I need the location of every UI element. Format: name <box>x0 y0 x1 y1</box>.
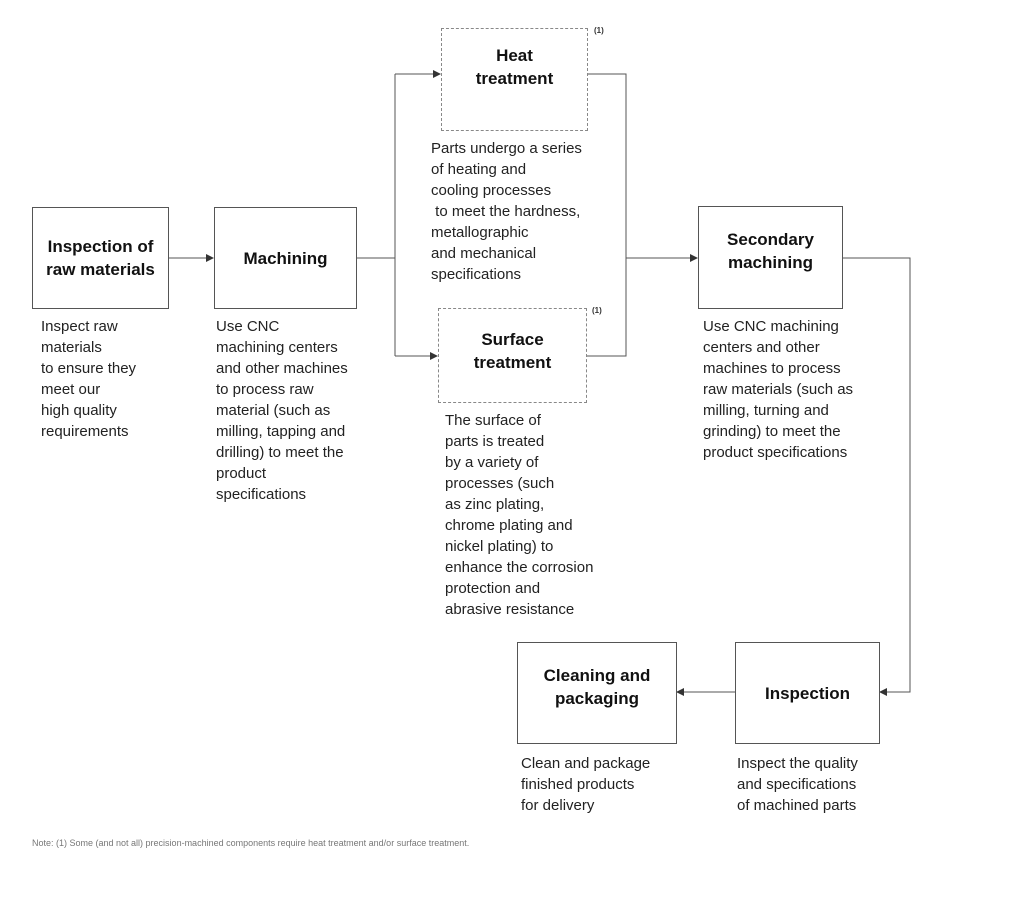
desc-line: drilling) to meet the <box>216 444 344 461</box>
desc-line: protection and <box>445 580 541 597</box>
desc-line: Clean and package <box>521 755 651 772</box>
desc-line: metallographic <box>431 224 529 241</box>
desc-inspection: Inspect the quality and specifications of … <box>737 753 858 816</box>
footnote-marker: (1) <box>594 26 604 35</box>
desc-line: machines to process <box>703 360 841 377</box>
desc-line: finished products <box>521 776 635 793</box>
connector-heat-out <box>586 73 627 357</box>
desc-line: The surface of <box>445 412 541 429</box>
desc-line: Use CNC machining <box>703 318 839 335</box>
desc-line: product specifications <box>703 444 848 461</box>
desc-line: centers and other <box>703 339 820 356</box>
desc-line: grinding) to meet the <box>703 423 841 440</box>
step-title: Surface <box>481 329 544 349</box>
desc-line: machining centers <box>216 339 338 356</box>
desc-line: of heating and <box>431 161 527 178</box>
desc-line: of machined parts <box>737 797 857 814</box>
desc-line: Parts undergo a series <box>431 140 582 157</box>
desc-line: specifications <box>216 486 307 503</box>
desc-line: abrasive resistance <box>445 601 575 618</box>
footnote-marker: (1) <box>592 306 602 315</box>
step-title: treatment <box>473 352 552 372</box>
desc-line: processes (such <box>445 475 555 492</box>
step-title: treatment <box>475 68 554 88</box>
desc-line: requirements <box>41 423 129 440</box>
arrow-secondary-to-inspection <box>842 257 911 696</box>
desc-line: cooling processes <box>431 182 552 199</box>
desc-line: nickel plating) to <box>445 538 554 555</box>
desc-line: by a variety of <box>445 454 539 471</box>
desc-line: specifications <box>431 266 522 283</box>
desc-cleaning: Clean and package finished products for de… <box>521 753 650 816</box>
step-title: Inspection of <box>47 237 154 256</box>
desc-line: milling, turning and <box>703 402 829 419</box>
desc-inspection-raw: Inspect raw materials to ensure they meet o… <box>41 316 136 442</box>
desc-line: to meet the hardness, <box>431 203 581 220</box>
step-title: Machining <box>243 248 328 268</box>
step-title: Heat <box>496 45 533 65</box>
desc-line: high quality <box>41 402 117 419</box>
desc-line: chrome plating and <box>445 517 573 534</box>
desc-line: parts is treated <box>445 433 545 450</box>
footnote-note: Note: (1) Some (and not all) precision-m… <box>32 838 470 848</box>
desc-line: Inspect the quality <box>737 755 858 772</box>
desc-line: material (such as <box>216 402 331 419</box>
desc-line: to ensure they <box>41 360 137 377</box>
desc-line: materials <box>41 339 102 356</box>
desc-secondary-machining: Use CNC machining centers and other machin… <box>703 316 853 463</box>
step-machining: Machining <box>214 207 357 309</box>
desc-line: as zinc plating, <box>445 496 545 513</box>
desc-line: and specifications <box>737 776 857 793</box>
step-title: packaging <box>554 689 640 708</box>
desc-line: and other machines <box>216 360 348 377</box>
desc-line: raw materials (such as <box>703 381 854 398</box>
step-cleaning-packaging: Cleaning and packaging <box>517 642 677 744</box>
desc-line: enhance the corrosion <box>445 559 594 576</box>
desc-line: and mechanical <box>431 245 537 262</box>
desc-line: meet our <box>41 381 101 398</box>
step-title: Inspection <box>764 683 850 703</box>
step-surface-treatment: Surface treatment <box>438 308 587 403</box>
desc-surface-treatment: The surface of parts is treated by a varie… <box>445 410 593 620</box>
desc-line: for delivery <box>521 797 595 814</box>
step-title: machining <box>727 252 813 272</box>
desc-line: milling, tapping and <box>216 423 346 440</box>
desc-line: Inspect raw <box>41 318 118 335</box>
step-heat-treatment: Heat treatment <box>441 28 588 131</box>
step-title: Cleaning and <box>543 666 651 685</box>
step-title: Secondary <box>727 229 814 249</box>
desc-line: to process raw <box>216 381 314 398</box>
desc-line: product <box>216 465 267 482</box>
desc-line: Use CNC <box>216 318 280 335</box>
step-secondary-machining: Secondary machining <box>698 206 843 309</box>
desc-heat-treatment: Parts undergo a series of heating and cool… <box>431 138 582 285</box>
step-inspection: Inspection <box>735 642 880 744</box>
step-inspection-raw-materials: Inspection of raw materials <box>32 207 169 309</box>
step-title: raw materials <box>46 260 155 279</box>
desc-machining: Use CNC machining centers and other machin… <box>216 316 348 505</box>
